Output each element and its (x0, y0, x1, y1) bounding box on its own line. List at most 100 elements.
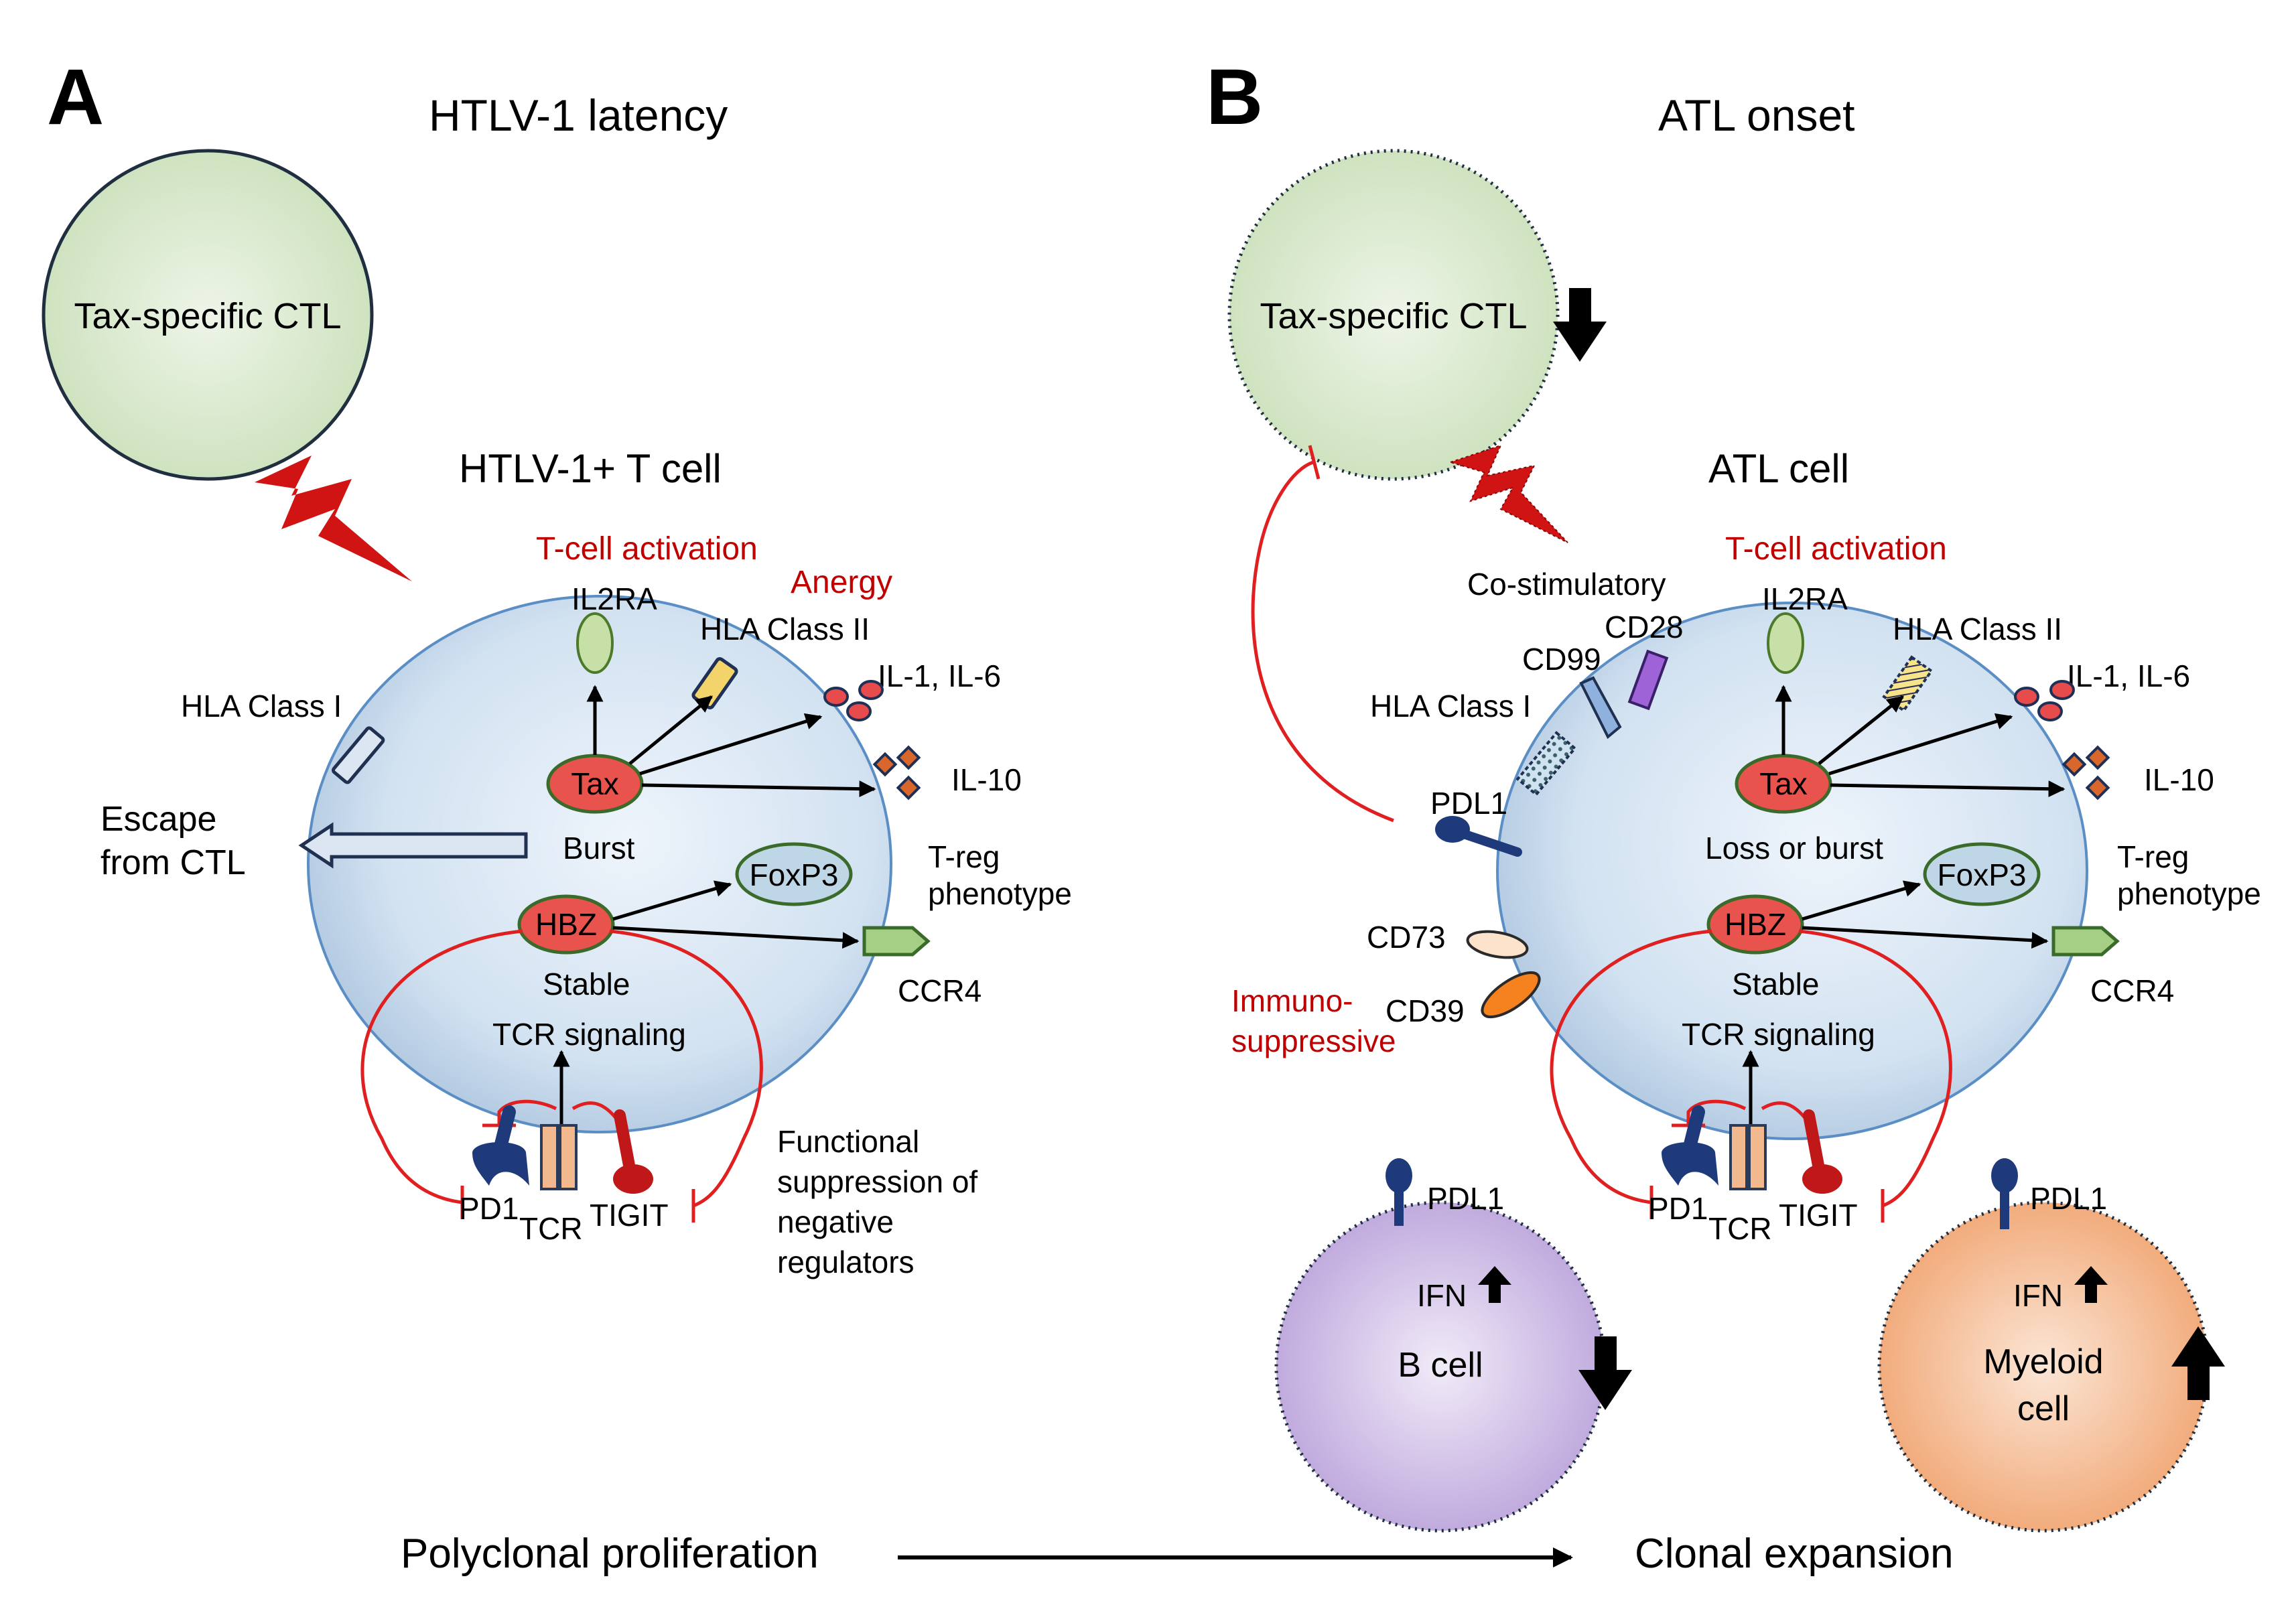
stable-label-a: Stable (543, 967, 630, 1001)
hla-class-i-receptor-b (1515, 731, 1577, 796)
il2ra-receptor-a (576, 612, 614, 674)
cd73-label: CD73 (1367, 920, 1446, 955)
down-arrow-icon (1578, 1336, 1632, 1410)
il10-cytokines-b (2062, 745, 2110, 800)
bcell-label: B cell (1398, 1346, 1483, 1385)
footer: Polyclonal proliferation Clonal expansio… (401, 1531, 1954, 1577)
panel-a-title: HTLV-1 latency (429, 90, 728, 140)
functional-suppression-line1: Functional (777, 1124, 919, 1159)
il1-il6-label-b: IL-1, IL-6 (2067, 658, 2190, 693)
tax-arrows-a (586, 685, 876, 798)
panel-a-letter: A (47, 53, 104, 141)
pdl1-receptor-bcell (1386, 1158, 1412, 1226)
il10-cytokines-a (872, 745, 921, 800)
stable-label-b: Stable (1732, 967, 1819, 1001)
ccr4-label-b: CCR4 (2090, 973, 2174, 1008)
tax-protein-b (1735, 754, 1832, 814)
treg-label-line2-a: phenotype (928, 876, 1072, 911)
hla-class-ii-label-a: HLA Class II (700, 612, 870, 646)
immunosuppressive-line1: Immuno- (1231, 983, 1353, 1018)
tigit-receptor-a (613, 1109, 653, 1194)
hla-class-i-receptor-a (332, 726, 385, 784)
foxp3-protein-b (1923, 842, 2041, 906)
escape-arrow-icon (298, 822, 528, 869)
up-arrow-icon (1478, 1266, 1511, 1303)
inhibition-loops-b (1550, 929, 1952, 1223)
bcell-ifn-label: IFN (1417, 1278, 1467, 1313)
htlv1-t-cell (307, 595, 892, 1133)
il1-il6-cytokines-a (823, 680, 884, 721)
il10-label-b: IL-10 (2144, 762, 2214, 797)
down-arrow-icon (1553, 288, 1607, 362)
cell-title-a: HTLV-1+ T cell (459, 446, 722, 491)
atl-cell (1496, 602, 2088, 1140)
tcr-receptor-b (1729, 1124, 1767, 1190)
pdl1-receptor-myeloid (1991, 1158, 2018, 1229)
up-arrow-icon (2074, 1266, 2108, 1303)
tax-specific-ctl-a (42, 149, 374, 481)
pdl1-label-b: PDL1 (1430, 786, 1507, 821)
treg-label-line1-b: T-reg (2117, 839, 2189, 874)
panel-a: A HTLV-1 latency Tax-specific CTL HTLV-1… (42, 53, 1072, 1279)
pd1-receptor-b (1662, 1105, 1718, 1186)
pdl1-ctl-inhibition (1251, 460, 1394, 823)
il1-il6-label-a: IL-1, IL-6 (878, 658, 1001, 693)
cd28-label: CD28 (1605, 610, 1684, 644)
il1-il6-cytokines-b (2014, 680, 2075, 721)
ccr4-receptor-b (2051, 926, 2120, 957)
pdl1-receptor-b (1435, 816, 1522, 857)
il2ra-label-b: IL2RA (1762, 581, 1848, 616)
footer-right-label: Clonal expansion (1635, 1531, 1954, 1577)
tax-arrows-b (1775, 685, 2066, 798)
cell-title-b: ATL cell (1708, 446, 1849, 491)
panel-b-title: ATL onset (1658, 90, 1855, 140)
hbz-protein-b (1706, 894, 1804, 955)
il10-label-a: IL-10 (951, 762, 1022, 797)
cd73-receptor (1466, 930, 1529, 959)
tcr-signaling-label-a: TCR signaling (492, 1017, 686, 1052)
cd39-label: CD39 (1386, 993, 1465, 1028)
t-cell-activation-label-b: T-cell activation (1725, 531, 1947, 567)
functional-suppression-line4: regulators (777, 1245, 915, 1279)
cd28-receptor (1627, 649, 1669, 711)
hla-class-ii-label-b: HLA Class II (1893, 612, 2062, 646)
lightning-bolt-icon (255, 456, 412, 581)
loss-or-burst-label: Loss or burst (1705, 831, 1883, 865)
tax-label-a: Tax (571, 766, 619, 801)
anergy-label: Anergy (791, 565, 892, 600)
up-arrow-icon (2171, 1326, 2225, 1400)
hbz-arrows-b (1802, 880, 2049, 949)
functional-suppression-line2: suppression of (777, 1164, 977, 1199)
foxp3-label-b: FoxP3 (1938, 857, 2027, 892)
footer-left-label: Polyclonal proliferation (401, 1531, 819, 1577)
ccr4-receptor-a (862, 926, 931, 957)
cd99-label: CD99 (1522, 642, 1601, 677)
il2ra-receptor-b (1767, 612, 1804, 674)
tax-label-b: Tax (1759, 766, 1808, 801)
escape-label-line2: from CTL (100, 843, 246, 882)
foxp3-protein-a (735, 842, 853, 906)
tax-specific-ctl-b (1227, 149, 1560, 481)
hbz-arrows-a (612, 880, 860, 949)
immunosuppressive-line2: suppressive (1231, 1024, 1396, 1058)
bcell-pdl1-label: PDL1 (1427, 1181, 1504, 1216)
cd39-receptor (1481, 971, 1541, 1019)
myeloid-label-line1: Myeloid (1983, 1342, 2103, 1381)
functional-suppression-line3: negative (777, 1204, 894, 1239)
foxp3-label-a: FoxP3 (750, 857, 839, 892)
lightning-bolt-icon (1448, 444, 1568, 543)
ctl-label-a: Tax-specific CTL (74, 296, 341, 336)
pd1-label-a: PD1 (459, 1191, 519, 1226)
tcr-label-a: TCR (519, 1211, 583, 1246)
co-stimulatory-label: Co-stimulatory (1467, 567, 1666, 602)
hbz-label-b: HBZ (1725, 907, 1786, 942)
treg-label-line2-b: phenotype (2117, 876, 2261, 911)
t-cell-activation-label-a: T-cell activation (536, 531, 758, 567)
escape-label-line1: Escape (100, 800, 216, 839)
panel-b: B ATL onset Tax-specific CTL ATL cell Co… (1206, 53, 2261, 1533)
pd1-label-b: PD1 (1648, 1191, 1708, 1226)
treg-label-line1-a: T-reg (928, 839, 1000, 874)
myeloid-pdl1-label: PDL1 (2030, 1181, 2107, 1216)
pd1-receptor-a (472, 1105, 529, 1186)
